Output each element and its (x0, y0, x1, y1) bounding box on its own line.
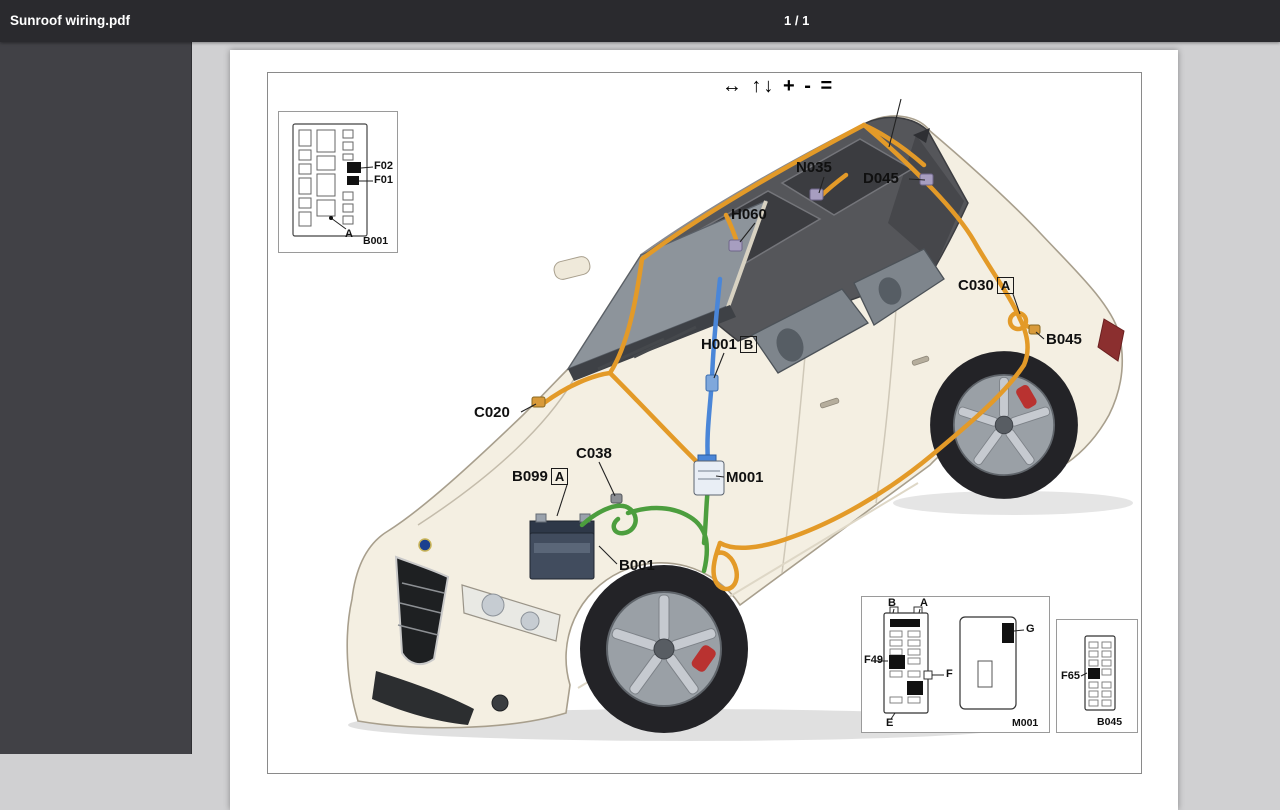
inset-name-b001: B001 (363, 235, 389, 247)
leader-lines (520, 98, 1045, 565)
pin-block-g (1002, 623, 1014, 643)
b045-connector-schematic (1080, 635, 1116, 711)
pdf-toolbar: Sunroof wiring.pdf 1 / 1 (0, 0, 1280, 42)
side-mirror (553, 256, 591, 280)
front-wheel (580, 565, 748, 733)
callout-d045: D045 (863, 170, 899, 187)
inset-label-e: E (886, 717, 894, 729)
pin-block-f65 (1088, 668, 1100, 679)
callout-b001: B001 (619, 557, 655, 574)
rear-wheel (930, 351, 1078, 499)
fusebox-schematic (292, 123, 374, 237)
fog-light (491, 694, 509, 712)
inset-label-g: G (1026, 623, 1035, 635)
seat-silhouette (776, 328, 804, 362)
grille-shield (394, 555, 450, 666)
inset-label-f02: F02 (374, 160, 393, 172)
fuse-f01 (347, 176, 359, 185)
door-handle (819, 397, 840, 409)
antenna-fin (913, 128, 930, 143)
glazing (553, 199, 945, 381)
pin-block-f49 (889, 655, 905, 669)
callout-c020: C020 (474, 404, 510, 421)
inset-label-a: A (920, 597, 928, 609)
inset-label-f01: F01 (374, 174, 393, 186)
sidebar-panel (0, 42, 192, 754)
document-title: Sunroof wiring.pdf (10, 13, 130, 28)
connectors (531, 173, 1041, 504)
callout-b045: B045 (1046, 331, 1082, 348)
callout-n035: N035 (796, 159, 832, 176)
battery (529, 513, 595, 580)
inset-name-m001: M001 (1012, 717, 1039, 729)
inset-fusebox-b001: F02 F01 A B001 (278, 111, 398, 253)
m001-connector-schematic (875, 606, 1025, 720)
inset-label-a: A (345, 228, 353, 240)
pin-f (923, 670, 933, 680)
inset-label-f49: F49 (864, 654, 883, 666)
tail-light (1097, 318, 1125, 362)
pin-block-e (907, 681, 923, 695)
connector-c038 (610, 493, 623, 504)
module-m001 (693, 454, 725, 496)
car-wiring-illustration (346, 98, 1133, 741)
fuse-f02 (347, 162, 361, 173)
inset-label-b: B (888, 597, 896, 609)
connector-b045 (1028, 324, 1041, 335)
callout-c038: C038 (576, 445, 612, 462)
sunroof-control-legend: ↔ ↑↓ + - = (721, 75, 835, 97)
brand-badge (418, 538, 432, 552)
seat-silhouette-rear (878, 277, 902, 305)
inset-label-f: F (946, 668, 953, 680)
lower-intake (372, 671, 474, 725)
connector-h001 (705, 374, 719, 392)
callout-m001: M001 (726, 469, 764, 486)
front-fascia (372, 538, 561, 725)
windshield (566, 199, 768, 371)
inset-connector-m001: B A F49 E F G M001 (861, 596, 1050, 733)
connector-h060 (728, 239, 743, 252)
inset-connector-b045: F65 B045 (1056, 619, 1138, 733)
page-indicator: 1 / 1 (784, 13, 810, 28)
inset-label-f65: F65 (1061, 670, 1080, 682)
connector-n035 (809, 188, 824, 201)
inset-name-b045: B045 (1097, 716, 1123, 728)
door-handle-rear (911, 355, 930, 366)
callout-h060: H060 (731, 206, 767, 223)
